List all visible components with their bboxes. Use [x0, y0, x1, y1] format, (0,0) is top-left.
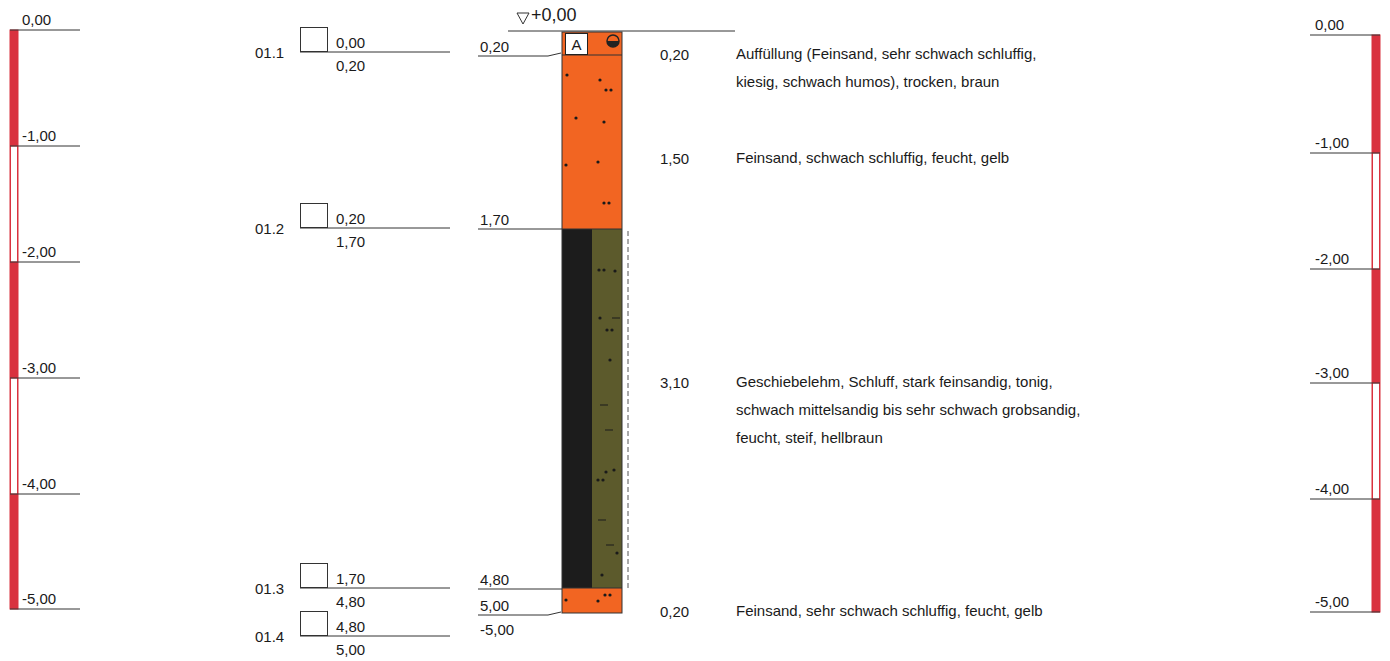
soil-dot [598, 316, 601, 319]
soil-dot [601, 478, 604, 481]
soil-dot [602, 120, 605, 123]
layer-thickness: 0,20 [660, 46, 689, 63]
soil-dot [605, 328, 608, 331]
soil-dot [613, 269, 616, 272]
layer-depth: 4,80 [480, 571, 509, 588]
soil-dot [602, 201, 605, 204]
soil-dot [600, 573, 603, 576]
soil-dot [565, 73, 568, 76]
depth-lines [478, 53, 562, 615]
layer-depth: 5,00 [480, 597, 509, 614]
soil-dot [574, 116, 577, 119]
sample-markers [300, 28, 450, 637]
sample-depth: 1,70 [336, 233, 365, 250]
layer-depth: 1,70 [480, 211, 509, 228]
scale-label: -2,00 [22, 243, 56, 260]
layer-depth: -5,00 [480, 621, 514, 638]
soil-dot [607, 201, 610, 204]
scale-label: -1,00 [22, 127, 56, 144]
scale-label: -3,00 [1315, 364, 1349, 381]
layer-depth: 0,20 [480, 38, 509, 55]
sample-depth: 0,00 [336, 34, 365, 51]
soil-dot [610, 328, 613, 331]
layer-description: Auffüllung (Feinsand, sehr schwach schlu… [736, 40, 1076, 96]
scale-label: -4,00 [22, 475, 56, 492]
scale-label: -2,00 [1315, 250, 1349, 267]
soil-dot [596, 160, 599, 163]
layer-thickness: 1,50 [660, 150, 689, 167]
soil-column [562, 32, 628, 613]
sample-type-letter: A [571, 36, 581, 53]
scale-label: -3,00 [22, 359, 56, 376]
soil-dot [564, 598, 567, 601]
layer-description: Feinsand, sehr schwach schluffig, feucht… [736, 597, 1081, 625]
scale-label: -4,00 [1315, 480, 1349, 497]
layer-thickness: 0,20 [660, 603, 689, 620]
soil-dash [606, 545, 614, 546]
scale-label: -5,00 [22, 590, 56, 607]
soil-dot [597, 268, 600, 271]
soil-dot [596, 478, 599, 481]
scale-label: 0,00 [1315, 16, 1344, 33]
sample-depth: 4,80 [336, 593, 365, 610]
sample-depth: 0,20 [336, 57, 365, 74]
scale-label: -1,00 [1315, 134, 1349, 151]
sample-id: 01.2 [255, 220, 284, 237]
sample-depth: 0,20 [336, 210, 365, 227]
soil-dot [604, 470, 607, 473]
left-scale [10, 30, 80, 609]
soil-dot [612, 468, 615, 471]
layer-thickness: 3,10 [660, 374, 689, 391]
soil-dot [608, 358, 611, 361]
soil-dot [602, 268, 605, 271]
soil-dot [608, 593, 611, 596]
soil-dot [564, 163, 567, 166]
layer-description: Feinsand, schwach schluffig, feucht, gel… [736, 144, 1076, 172]
soil-dot [609, 88, 612, 91]
soil-dash [600, 405, 608, 406]
layer-description: Geschiebelehm, Schluff, stark feinsandig… [736, 368, 1081, 452]
sample-type-box: A [565, 33, 588, 55]
right-scale [1310, 35, 1380, 612]
sample-id: 01.4 [255, 628, 284, 645]
scale-label: -5,00 [1315, 593, 1349, 610]
soil-dot [615, 551, 618, 554]
soil-dash [612, 318, 620, 319]
soil-dash [605, 430, 613, 431]
sample-id: 01.3 [255, 580, 284, 597]
sample-id: 01.1 [255, 44, 284, 61]
level-label: +0,00 [531, 4, 577, 26]
soil-dot [604, 88, 607, 91]
soil-dot [596, 599, 599, 602]
soil-dash [598, 520, 606, 521]
sample-depth: 4,80 [336, 618, 365, 635]
sample-depth: 5,00 [336, 641, 365, 658]
soil-dot [603, 593, 606, 596]
soil-dot [598, 78, 601, 81]
sample-depth: 1,70 [336, 570, 365, 587]
scale-label: 0,00 [22, 11, 51, 28]
